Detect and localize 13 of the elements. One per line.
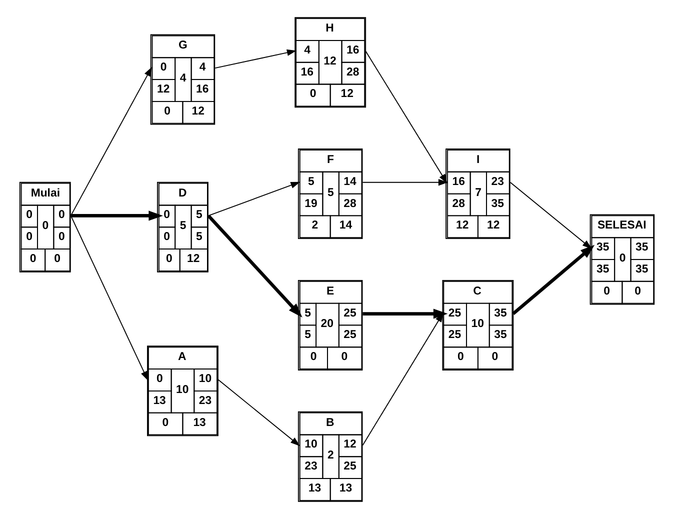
arrow xyxy=(365,50,448,184)
arrow xyxy=(218,378,300,446)
arrow xyxy=(362,308,448,318)
arrow xyxy=(208,181,300,216)
arrow xyxy=(362,178,448,186)
arrow xyxy=(70,214,148,380)
arrow xyxy=(510,181,592,248)
arrow xyxy=(207,214,302,317)
arrow xyxy=(362,312,444,446)
arrow xyxy=(70,210,164,220)
arrow xyxy=(214,48,296,68)
arrow xyxy=(70,66,152,216)
arrow xyxy=(512,244,595,315)
